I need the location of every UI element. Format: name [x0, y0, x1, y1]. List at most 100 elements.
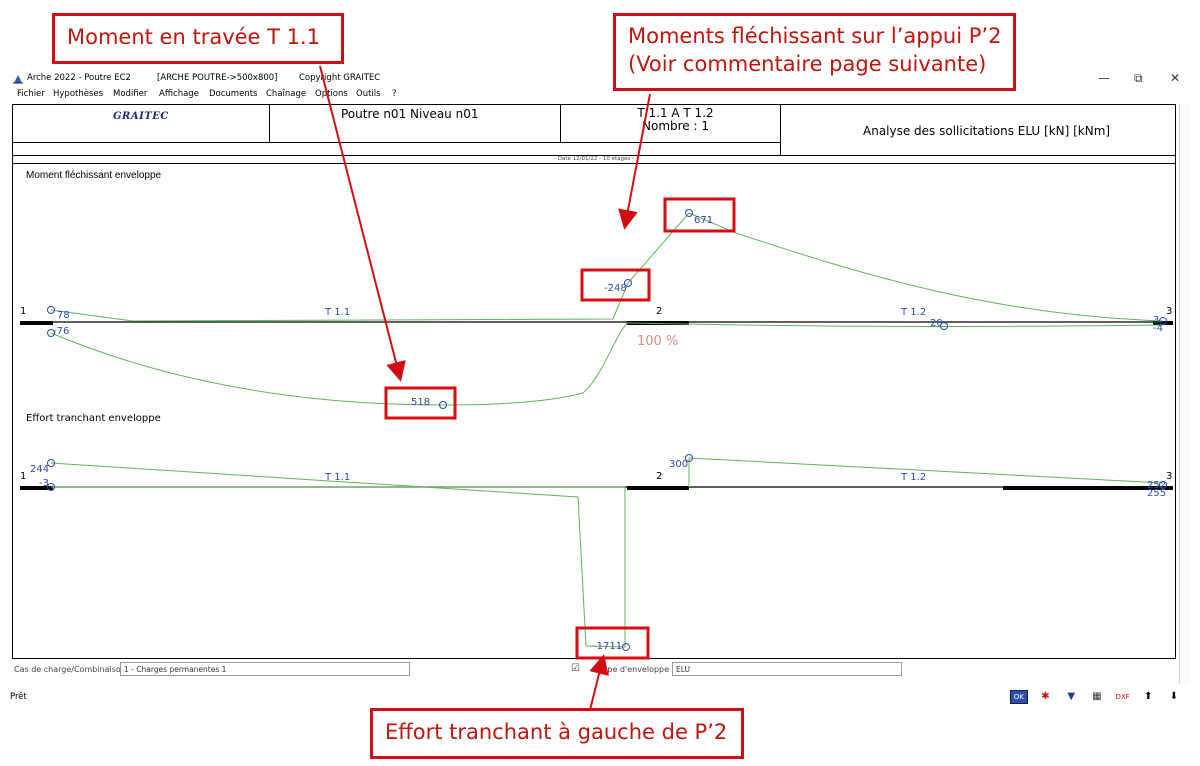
- envelope-label: Type d'enveloppe: [599, 665, 670, 674]
- shear-label-300: 300: [669, 459, 688, 470]
- moment-support-label-3: 3: [1166, 306, 1172, 317]
- shear-label-252: 252: [1147, 480, 1166, 491]
- close-button[interactable]: ✕: [1170, 71, 1181, 85]
- moment-point-neg76: [47, 329, 55, 337]
- date-line: - Date 12/01/22 - 10 étages -: [554, 156, 634, 162]
- bug-icon[interactable]: ✱: [1041, 691, 1050, 702]
- shear-label-255: 255: [1147, 488, 1166, 499]
- moment-label-neg76: -76: [53, 326, 69, 337]
- shear-label-neg1711: -1711: [593, 641, 622, 652]
- ratio-label: 100 %: [637, 334, 678, 349]
- moment-point-neg248: [624, 279, 632, 287]
- shear-max-curve: [50, 462, 626, 648]
- envelope-checkbox[interactable]: ☑: [571, 663, 580, 674]
- status-text: Prêt: [10, 692, 27, 702]
- shear-support-label-3: 3: [1166, 471, 1172, 482]
- moment-support-label-2: 2: [656, 306, 662, 317]
- arrow-to-1711: [589, 654, 609, 711]
- copyright: Copyright GRAITEC: [299, 73, 381, 83]
- shear-point-244: [47, 459, 55, 467]
- drawing-sheet: GRAITEC Poutre n01 Niveau n01 T 1.1 A T …: [12, 104, 1176, 659]
- shear-chart-title: Effort tranchant enveloppe: [26, 413, 161, 424]
- callout-moment-support-line1: Moments fléchissant sur l’appui P’2: [628, 24, 1002, 48]
- moment-chart: Moment fléchissant enveloppe 1 2 3 T 1.1…: [20, 170, 1173, 409]
- menu-chainage[interactable]: Chaînage: [266, 89, 307, 99]
- down-arrow-icon[interactable]: ⬇: [1169, 691, 1179, 702]
- box-671: [663, 197, 736, 233]
- callout-moment-span: Moment en travée T 1.1: [52, 13, 344, 64]
- parameters-bar: Cas de charge/Combinaison 1 - Charges pe…: [12, 662, 1177, 680]
- menu-documents[interactable]: Documents: [209, 89, 258, 99]
- dxf-icon[interactable]: DXF: [1115, 693, 1130, 701]
- box-neg248: [580, 268, 651, 302]
- menu-modifier[interactable]: Modifier: [113, 89, 148, 99]
- beam-title: Poutre n01 Niveau n01: [341, 107, 479, 121]
- box-518: [384, 386, 457, 420]
- header-span-cell: [561, 105, 781, 142]
- moment-point-671: [685, 209, 693, 217]
- moment-max-curve: [50, 212, 1164, 322]
- shear-min-curve: [51, 457, 1164, 488]
- moment-label-3: 3: [1153, 315, 1159, 326]
- envelope-charts: Moment fléchissant enveloppe 1 2 3 T 1.1…: [20, 170, 1173, 652]
- callout-moment-support-line2: (Voir commentaire page suivante): [628, 52, 987, 76]
- shear-label-neg3: -3: [39, 478, 49, 489]
- shear-point-300: [685, 454, 693, 462]
- moment-chart-title: Moment fléchissant enveloppe: [26, 170, 162, 181]
- moment-label-671: 671: [694, 215, 713, 226]
- moment-min-curve: [50, 322, 1164, 406]
- maximize-button[interactable]: ⧉: [1134, 71, 1143, 85]
- moment-label-neg4: -4: [1153, 323, 1163, 334]
- shear-point-neg1711: [622, 643, 630, 651]
- status-bar: Prêt OK ✱ ▼ ▦ DXF ⬆ ⬇: [10, 690, 1190, 705]
- moment-point-20: [940, 322, 948, 330]
- menu-help[interactable]: ?: [392, 89, 397, 99]
- moment-span-label-1: T 1.1: [324, 307, 350, 318]
- menu-options[interactable]: Options: [315, 89, 348, 99]
- arrow-to-support-moment: [618, 93, 651, 230]
- box-neg1711: [575, 626, 650, 660]
- shear-point-252: [1159, 481, 1167, 489]
- shear-label-244: 244: [30, 464, 49, 475]
- case-field[interactable]: 1 - Charges permanentes 1: [120, 662, 410, 676]
- moment-span-label-2: T 1.2: [900, 307, 926, 318]
- callout-moment-support: Moments fléchissant sur l’appui P’2 (Voi…: [613, 13, 1016, 91]
- shear-chart: Effort tranchant enveloppe 1 2 3 T 1.1 T…: [20, 413, 1173, 652]
- moment-label-518: 518: [411, 397, 430, 408]
- menu-bar: Fichier Hypothèses Modifier Affichage Do…: [10, 89, 710, 102]
- status-icons: OK ✱ ▼ ▦ DXF ⬆ ⬇: [1003, 690, 1182, 704]
- moment-label-neg248: -248: [604, 283, 627, 294]
- minimize-button[interactable]: —: [1098, 71, 1110, 85]
- span-range-text: T 1.1 A T 1.2: [637, 106, 714, 120]
- envelope-field[interactable]: ELU: [672, 662, 902, 676]
- graitec-logo: GRAITEC: [113, 111, 169, 122]
- app-name: Arche 2022 - Poutre EC2: [27, 73, 131, 83]
- moment-label-78: 78: [57, 310, 70, 321]
- funnel-icon[interactable]: ▼: [1067, 691, 1076, 702]
- arrow-to-518: [319, 65, 406, 382]
- moment-point-78: [47, 306, 55, 314]
- sketch-icon[interactable]: ▦: [1092, 691, 1102, 702]
- moment-point-518: [439, 401, 447, 409]
- moment-point-3: [1159, 317, 1167, 325]
- case-label: Cas de charge/Combinaison: [14, 665, 126, 674]
- document-name: [ARCHE POUTRE->500x800]: [157, 73, 278, 83]
- vertical-scrollbar[interactable]: [1179, 104, 1190, 684]
- menu-hypotheses[interactable]: Hypothèses: [53, 89, 104, 99]
- up-arrow-icon[interactable]: ⬆: [1144, 691, 1153, 702]
- shear-support-label-2: 2: [656, 471, 662, 482]
- span-count: Nombre : 1: [642, 119, 709, 133]
- header-beam-cell: [270, 105, 561, 142]
- callout-shear-left: Effort tranchant à gauche de P’2: [370, 708, 744, 759]
- ok-icon[interactable]: OK: [1009, 690, 1028, 704]
- span-range: T 1.1 A T 1.2 Nombre : 1: [563, 107, 788, 133]
- app-icon: [13, 75, 23, 84]
- shear-span-label-1: T 1.1: [324, 472, 350, 483]
- shear-span-label-2: T 1.2: [900, 472, 926, 483]
- menu-affichage[interactable]: Affichage: [159, 89, 199, 99]
- moment-support-label-1: 1: [20, 306, 26, 317]
- moment-label-20: 20: [930, 318, 943, 329]
- menu-fichier[interactable]: Fichier: [17, 89, 45, 99]
- menu-outils[interactable]: Outils: [356, 89, 381, 99]
